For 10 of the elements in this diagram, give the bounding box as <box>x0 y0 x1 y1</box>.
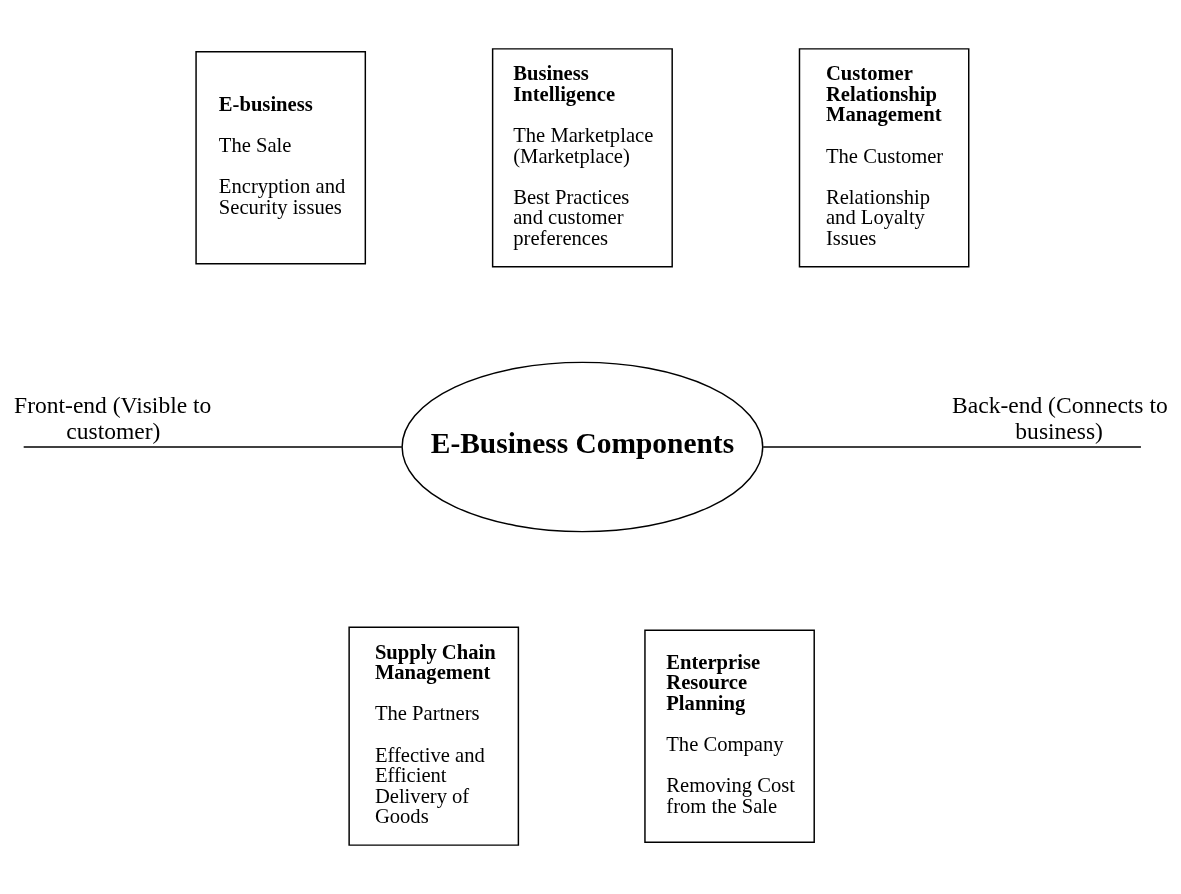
node-box: E-business The Sale Encryption and Security issues <box>195 51 367 265</box>
node-box: Supply Chain Management The Partners Effective and Efficient Delivery of Goods <box>348 626 520 846</box>
node-box: Customer Relationship Management The Customer Relationship and Loyalty Issues <box>798 48 970 268</box>
connector <box>762 446 1142 448</box>
node-box: Enterprise Resource Planning The Company Removing Cost from the Sale <box>644 629 815 843</box>
node-box: Business Intelligence The Marketplace (Marketplace) Best Practices and customer preferences <box>491 48 673 268</box>
edge-label: Back-end (Connects to business) <box>952 391 1168 445</box>
edge-label: Front-end (Visible to customer) <box>14 391 212 445</box>
connector <box>22 446 403 448</box>
node-ellipse: E-Business Components <box>401 361 764 533</box>
